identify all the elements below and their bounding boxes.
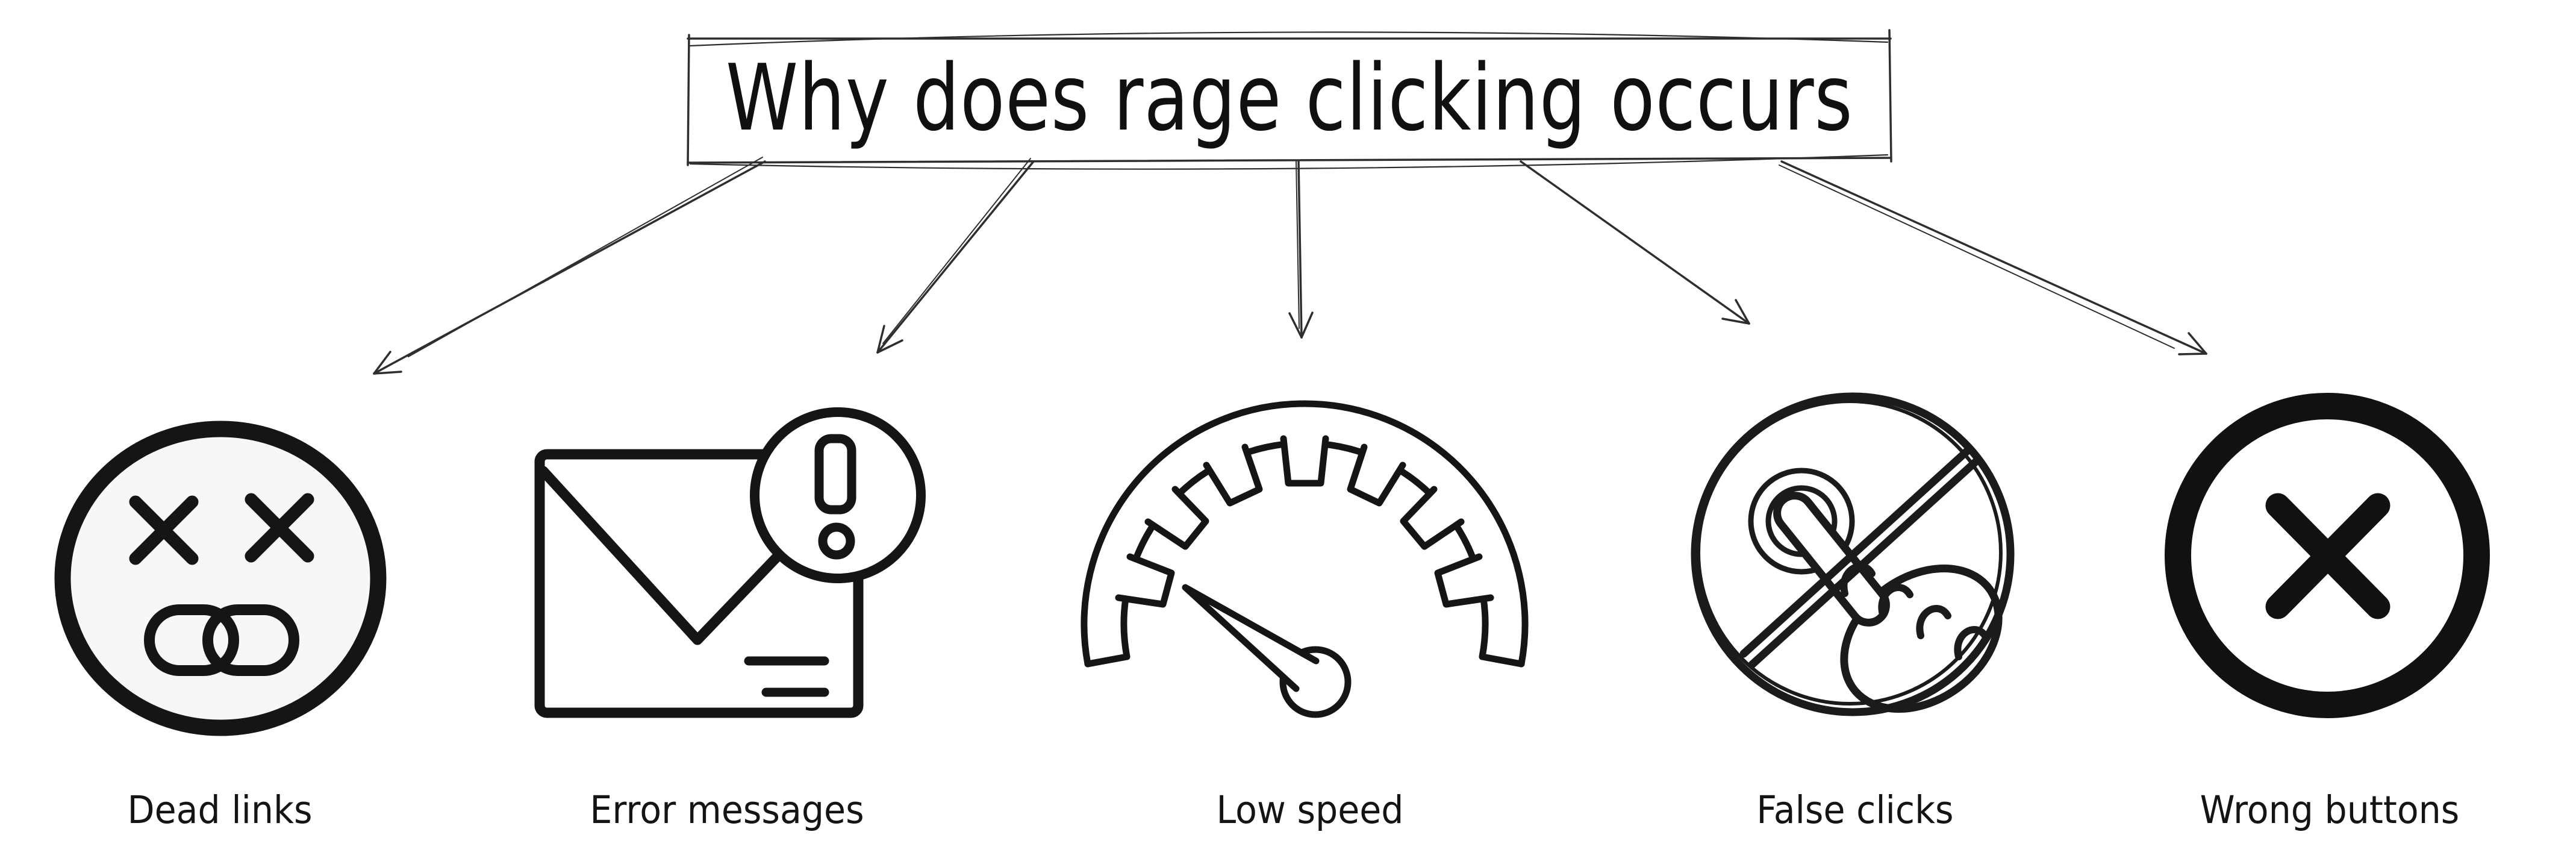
exclamation-dot xyxy=(818,522,855,560)
title-text: Why does rage clicking occurs xyxy=(725,45,1853,151)
error-message-envelope-icon xyxy=(534,407,926,718)
title-banner-frame xyxy=(687,29,1892,170)
label-error-messages: Error messages xyxy=(590,787,864,832)
arrow-to-dead-links xyxy=(373,157,766,375)
prohibition-slash xyxy=(1739,445,1982,669)
circle-cross-icon xyxy=(2165,393,2490,718)
sketch-ring xyxy=(1691,392,2015,716)
gauge-teeth xyxy=(1115,435,1494,608)
arrow-to-false-clicks xyxy=(1520,160,1750,325)
exclamation-bar xyxy=(814,434,856,515)
needle xyxy=(1182,584,1320,692)
label-low-speed: Low speed xyxy=(1216,787,1404,832)
chain-link-mouth xyxy=(144,604,299,676)
arrow-to-wrong-buttons xyxy=(1779,160,2207,355)
no-click-hand-icon xyxy=(1691,392,2015,716)
label-wrong-buttons: Wrong buttons xyxy=(2200,787,2460,832)
label-dead-links: Dead links xyxy=(127,787,313,832)
title-banner: Why does rage clicking occurs xyxy=(688,32,1891,164)
arrow-to-error-messages xyxy=(876,158,1035,354)
arrow-to-low-speed xyxy=(1288,160,1314,339)
speedometer-icon xyxy=(1081,400,1529,718)
x-eyes xyxy=(129,493,314,565)
pointing-finger xyxy=(1773,492,1890,627)
label-false-clicks: False clicks xyxy=(1756,787,1954,832)
dead-link-face-icon xyxy=(54,421,387,736)
